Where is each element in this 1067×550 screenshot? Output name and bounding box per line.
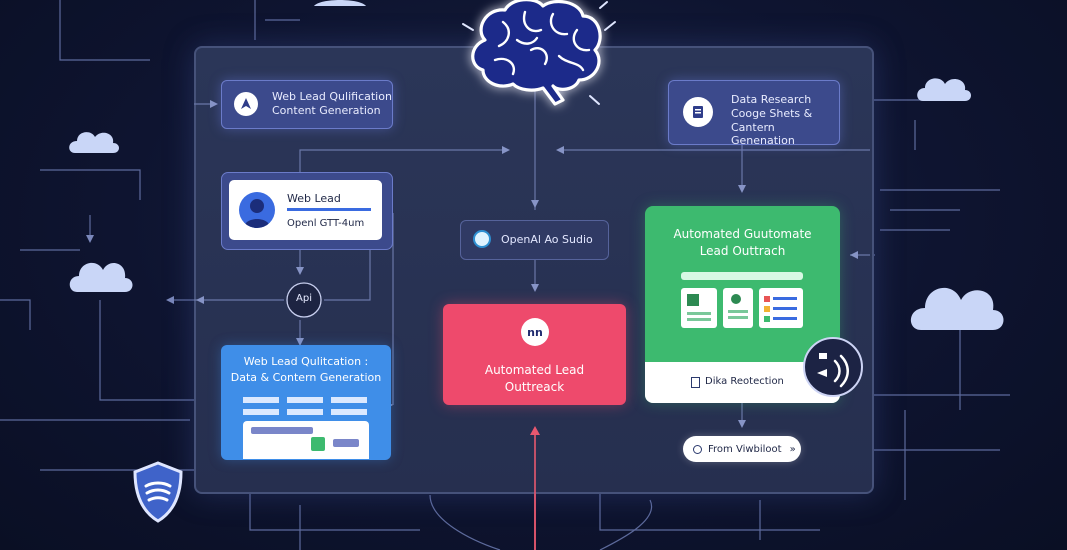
brain-icon <box>462 0 616 106</box>
data-research-card[interactable]: Data Research Cooge Shets & Cantern Gene… <box>668 80 840 147</box>
broadcast-icon[interactable] <box>803 337 863 397</box>
lead-qualification-card[interactable]: Web Lead Qulification Content Generation <box>221 80 393 129</box>
web-lead-subtitle: Openl GTT-4um <box>287 218 365 229</box>
red-card-line1: Automated Lead <box>484 363 585 377</box>
data-content-line1: Web Lead Qulitcation : <box>243 355 369 368</box>
green-card-line2: Lead Outtrach <box>699 244 786 258</box>
data-content-card[interactable]: Web Lead Qulitcation : Data & Contern Ge… <box>221 345 391 460</box>
web-lead-card[interactable]: Web Lead Openl GTT-4um <box>221 172 393 250</box>
api-node-label[interactable]: Api <box>296 293 312 304</box>
document-icon <box>311 437 325 451</box>
lead-qualification-line2: Content Generation <box>272 104 381 117</box>
location-icon <box>234 92 258 116</box>
spinner-icon <box>473 230 491 248</box>
data-research-line1: Data Research <box>731 93 812 106</box>
red-card-line2: Outtreack <box>504 380 565 394</box>
data-content-line2: Data & Contern Generation <box>230 371 382 384</box>
openai-studio-node[interactable]: OpenAl Ao Sudio <box>460 220 609 260</box>
red-card-badge: nn <box>521 318 549 346</box>
cloud-icon <box>917 78 971 101</box>
cloud-icon <box>910 287 1004 330</box>
lead-qualification-line1: Web Lead Qulification <box>272 90 392 103</box>
green-card-footer: Dika Reotection <box>705 376 784 387</box>
cloud-icon <box>69 262 133 292</box>
openai-studio-label: OpenAl Ao Sudio <box>501 233 593 246</box>
circle-icon <box>693 444 702 454</box>
chevron-right-icon: » <box>789 443 796 455</box>
green-card-line1: Automated Guutomate <box>673 227 812 241</box>
data-research-line2: Cooge Shets & <box>731 107 813 120</box>
cloud-icon <box>314 0 366 6</box>
data-research-line3: Cantern Genenation <box>731 121 795 147</box>
web-lead-title: Web Lead <box>287 192 341 205</box>
shield-icon <box>133 461 183 523</box>
from-pill-label: From Viwbiloot <box>708 443 782 455</box>
person-icon <box>239 192 275 228</box>
document-icon <box>681 288 717 328</box>
document-icon <box>691 377 700 388</box>
cloud-icon <box>69 132 119 153</box>
automated-outreach-red-card[interactable]: nn Automated Lead Outtreack <box>443 304 626 405</box>
from-pill[interactable]: From Viwbiloot » <box>683 436 801 462</box>
document-icon <box>683 97 713 127</box>
